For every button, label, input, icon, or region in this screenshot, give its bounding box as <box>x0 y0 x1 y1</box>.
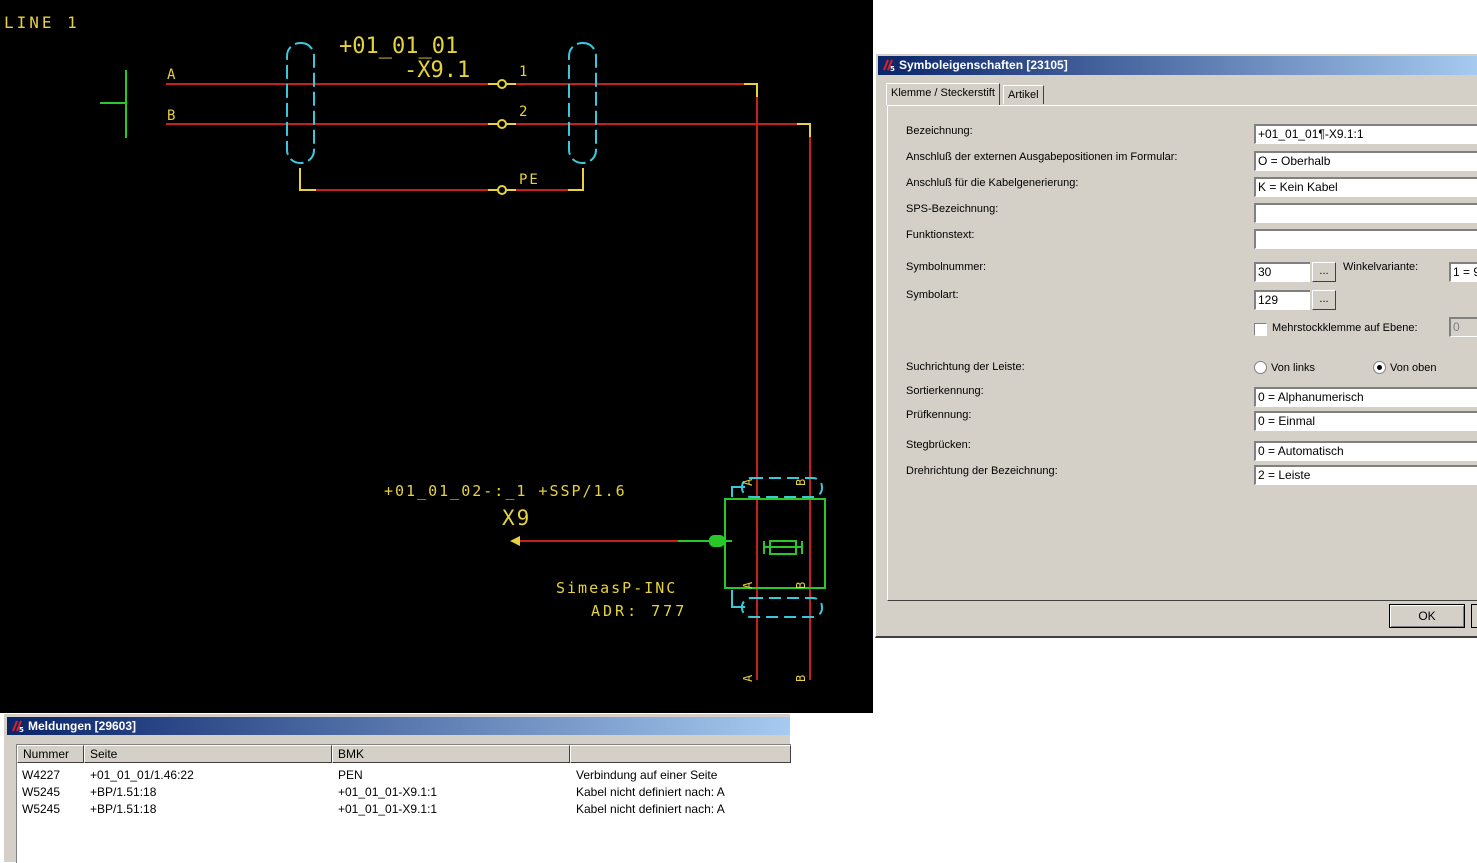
device-tag: X9 <box>502 506 531 530</box>
pin-label-b-top: B <box>794 479 808 486</box>
bezeichnung-label: Bezeichnung: <box>906 125 973 137</box>
tab-klemme[interactable]: Klemme / Steckerstift <box>886 83 1000 105</box>
device-box[interactable] <box>724 498 826 589</box>
row-seite: +01_01_01/1.46:22 <box>90 768 194 782</box>
drehrichtung-field[interactable]: 2 = Leiste <box>1254 465 1477 485</box>
bezeichnung-field[interactable]: +01_01_01¶-X9.1:1 <box>1254 124 1477 144</box>
line-label: LINE 1 <box>4 13 80 32</box>
row-bmk: +01_01_01-X9.1:1 <box>338 802 438 816</box>
row-bmk: +01_01_01-X9.1:1 <box>338 785 438 799</box>
bus-label-a: A <box>167 67 176 83</box>
terminal-bracket-right <box>568 42 597 164</box>
device-connector-top <box>731 477 823 498</box>
terminal-strip-name: +01_01_01 <box>339 34 458 59</box>
terminal-number-pe: PE <box>519 172 540 188</box>
row-seite: +BP/1.51:18 <box>90 785 157 799</box>
radio-von-oben-label: Von oben <box>1390 362 1437 374</box>
row-seite: +BP/1.51:18 <box>90 802 157 816</box>
suchrichtung-label: Suchrichtung der Leiste: <box>906 361 1025 373</box>
tab-panel: Bezeichnung: +01_01_01¶-X9.1:1 Anschluß … <box>887 105 1477 601</box>
tab-artikel[interactable]: Artikel <box>1003 85 1044 104</box>
pin-label-a-bottom: A <box>741 674 755 682</box>
terminal-2[interactable] <box>488 119 516 129</box>
winkelvariante-label: Winkelvariante: <box>1343 261 1419 273</box>
terminal-number-2: 2 <box>519 104 527 120</box>
stegbruecken-field[interactable]: 0 = Automatisch <box>1254 441 1477 461</box>
source-symbol <box>100 70 127 138</box>
cancel-button[interactable] <box>1471 604 1477 628</box>
svg-text:5: 5 <box>890 65 895 72</box>
winkelvariante-field[interactable]: 1 = 9 <box>1449 262 1477 282</box>
radio-von-oben[interactable] <box>1373 361 1386 374</box>
symbolart-field[interactable]: 129 <box>1254 290 1310 310</box>
wire-a[interactable] <box>166 83 758 680</box>
wire-pe[interactable] <box>299 168 584 191</box>
row-nummer: W4227 <box>22 768 61 782</box>
column-header-bmk[interactable]: BMK <box>332 745 570 763</box>
app-logo-icon: 5 <box>883 59 895 72</box>
anschluss-kabel-label: Anschluß für die Kabelgenerierung: <box>906 177 1079 189</box>
pruefkennung-field[interactable]: 0 = Einmal <box>1254 411 1477 431</box>
app-logo-icon: 5 <box>12 720 24 733</box>
terminal-1[interactable] <box>488 79 516 89</box>
sortierkennung-label: Sortierkennung: <box>906 385 984 397</box>
mehrstock-label: Mehrstockklemme auf Ebene: <box>1272 322 1418 334</box>
stegbruecken-label: Stegbrücken: <box>906 439 971 451</box>
pin-label-b-mid: B <box>794 582 808 589</box>
sps-field[interactable] <box>1254 203 1477 223</box>
schematic-canvas[interactable]: LINE 1 A B +01_01_01 -X9.1 1 2 PE +01_01… <box>0 0 873 713</box>
device-name: SimeasP-INC <box>556 579 677 597</box>
pin-label-b-bottom: B <box>794 675 808 682</box>
funktionstext-field[interactable] <box>1254 229 1477 249</box>
terminal-bracket-left <box>286 42 315 164</box>
funktionstext-label: Funktionstext: <box>906 229 975 241</box>
column-header-text[interactable] <box>570 745 791 763</box>
device-connector-bottom <box>731 590 823 618</box>
row-text: Kabel nicht definiert nach: A <box>576 802 725 816</box>
mehrstock-checkbox[interactable] <box>1254 323 1267 336</box>
mehrstock-level-field[interactable]: 0 <box>1449 317 1477 337</box>
row-text: Kabel nicht definiert nach: A <box>576 785 725 799</box>
device-address: ADR: 777 <box>591 602 687 620</box>
symbolart-label: Symbolart: <box>906 289 959 301</box>
row-nummer: W5245 <box>22 785 61 799</box>
symbolnummer-label: Symbolnummer: <box>906 261 987 273</box>
sps-label: SPS-Bezeichnung: <box>906 203 999 215</box>
messages-title: Meldungen [29603] <box>28 719 137 733</box>
radio-von-links[interactable] <box>1254 361 1267 374</box>
column-header-nummer[interactable]: Nummer <box>17 745 84 763</box>
messages-list[interactable]: Nummer Seite BMK W4227 +01_01_01/1.46:22… <box>16 744 791 863</box>
dialog-title: Symboleigenschaften [23105] <box>899 58 1068 72</box>
ok-button[interactable]: OK <box>1389 604 1465 628</box>
sortierkennung-field[interactable]: 0 = Alphanumerisch <box>1254 387 1477 407</box>
symbolnummer-browse-button[interactable]: ... <box>1312 262 1336 282</box>
bus-label-b: B <box>167 108 175 124</box>
symbol-properties-dialog: 5 Symboleigenschaften [23105] Klemme / S… <box>875 53 1477 638</box>
anschluss-extern-field[interactable]: O = Oberhalb <box>1254 151 1477 171</box>
terminal-pe[interactable] <box>488 185 516 195</box>
pruefkennung-label: Prüfkennung: <box>906 409 972 421</box>
pin-label-a-mid: A <box>741 581 755 589</box>
device-reference: +01_01_02-:_1 +SSP/1.6 <box>384 482 627 500</box>
symbolart-browse-button[interactable]: ... <box>1312 290 1336 310</box>
row-bmk: PEN <box>338 768 363 782</box>
drehrichtung-label: Drehrichtung der Bezeichnung: <box>906 465 1058 477</box>
terminal-designation: -X9.1 <box>404 58 470 83</box>
column-header-seite[interactable]: Seite <box>84 745 332 763</box>
schematic-drawing: LINE 1 A B +01_01_01 -X9.1 1 2 PE +01_01… <box>4 13 826 682</box>
anschluss-kabel-field[interactable]: K = Kein Kabel <box>1254 177 1477 197</box>
row-nummer: W5245 <box>22 802 61 816</box>
messages-titlebar[interactable]: 5 Meldungen [29603] <box>7 717 790 735</box>
symbolnummer-field[interactable]: 30 <box>1254 262 1310 282</box>
terminal-number-1: 1 <box>519 64 527 80</box>
pin-label-a-top: A <box>741 478 755 486</box>
messages-window: 5 Meldungen [29603] Nummer Seite BMK W42… <box>3 714 791 863</box>
wire-b[interactable] <box>166 123 811 680</box>
anschluss-extern-label: Anschluß der externen Ausgabepositionen … <box>906 151 1178 163</box>
svg-text:5: 5 <box>19 726 24 733</box>
device-plug[interactable] <box>510 535 732 547</box>
radio-von-links-label: Von links <box>1271 362 1316 374</box>
row-text: Verbindung auf einer Seite <box>576 768 718 782</box>
dialog-titlebar[interactable]: 5 Symboleigenschaften [23105] <box>878 56 1477 75</box>
